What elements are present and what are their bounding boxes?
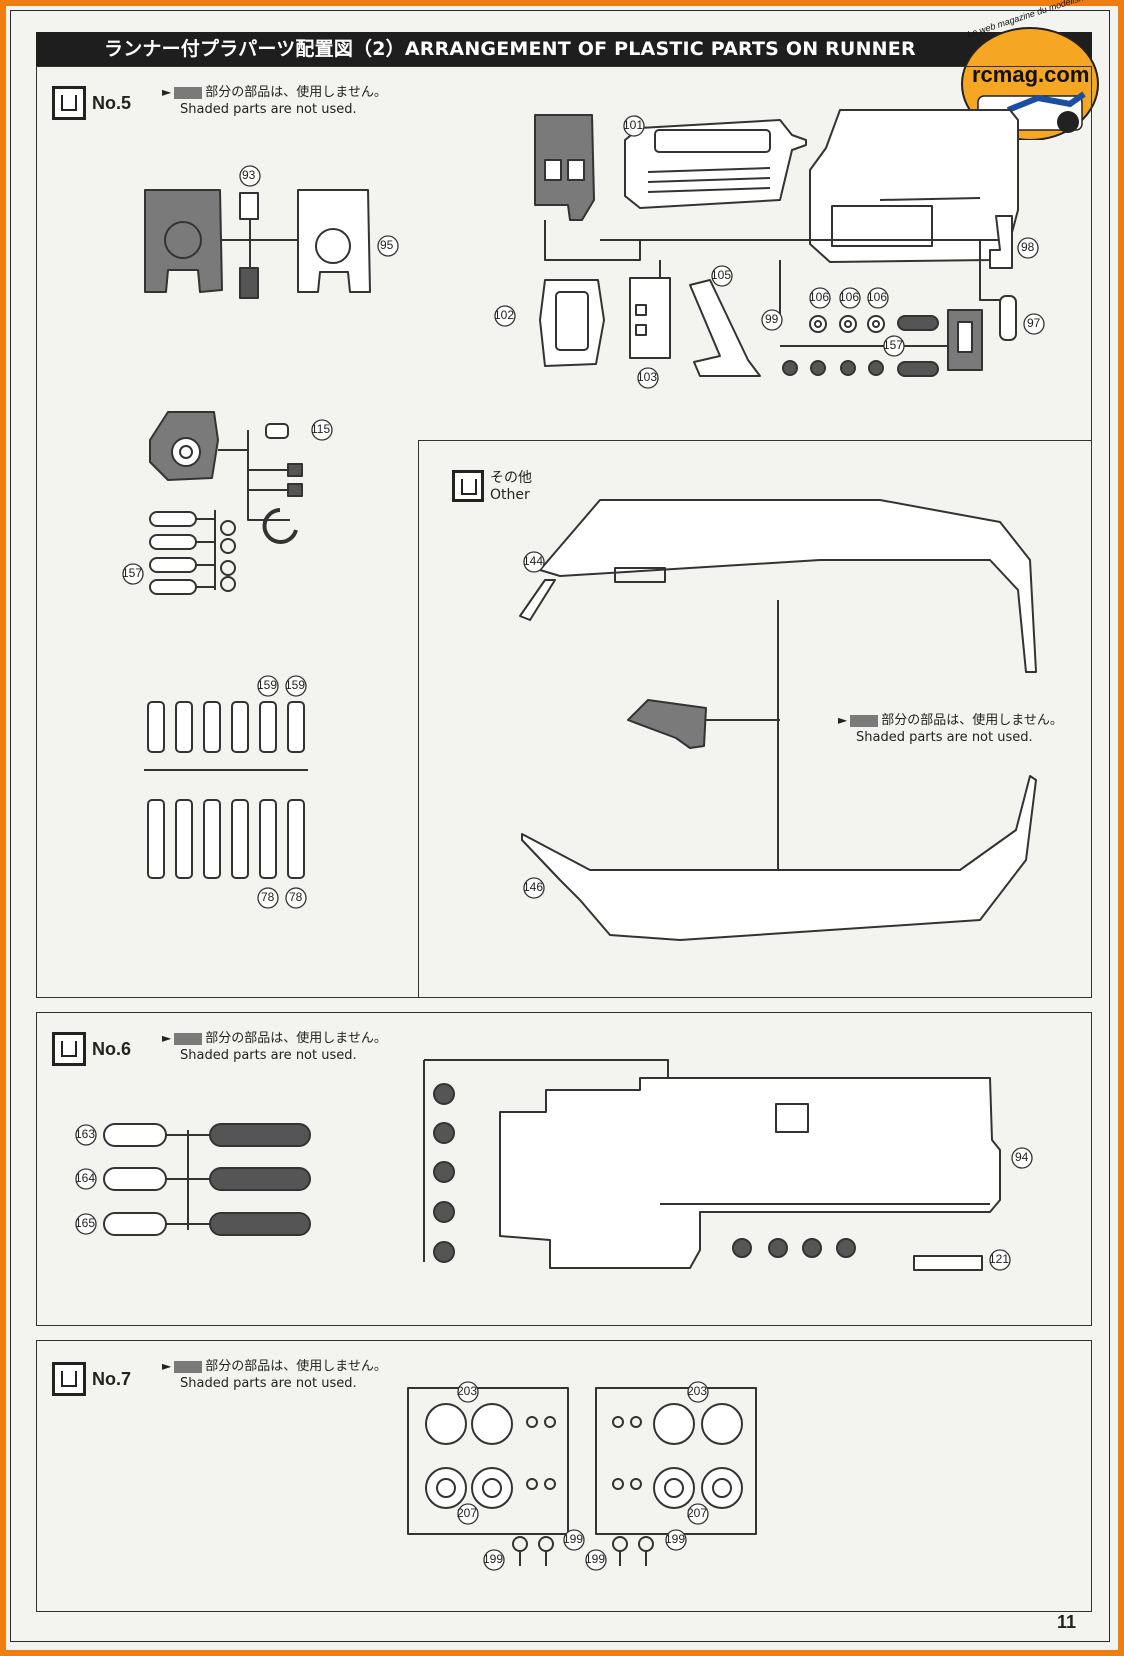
no5-note: ►部分の部品は、使用しません。 Shaded parts are not use… xyxy=(162,85,387,117)
part-93-mount xyxy=(239,192,259,299)
runner-frame xyxy=(220,200,300,290)
runner-box-icon xyxy=(52,86,86,120)
part-159-arms xyxy=(144,701,308,771)
section-no6 xyxy=(36,1012,1092,1326)
runner-frame-no6-left xyxy=(166,1130,210,1230)
part-146-wing-strut xyxy=(521,775,1037,941)
part-101-cover xyxy=(624,119,807,209)
section-no7 xyxy=(36,1340,1092,1612)
part-207-pistons xyxy=(425,1467,743,1509)
part-105-wing-mount xyxy=(689,279,761,377)
shaded-swatch-icon xyxy=(174,1360,203,1373)
page-border xyxy=(10,10,1110,1642)
part-no6-washers-right xyxy=(732,1238,856,1258)
arrow-icon: ► xyxy=(162,1031,172,1045)
shaded-swatch-icon xyxy=(850,714,879,727)
part-157-links xyxy=(897,315,939,377)
no7-note: ►部分の部品は、使用しません。 Shaded parts are not use… xyxy=(162,1359,387,1391)
part-no6-washers xyxy=(423,1059,669,1263)
part-callouts xyxy=(75,115,1045,1571)
no6-label: No.6 xyxy=(52,1032,131,1066)
runner-frame-mid xyxy=(218,430,290,521)
part-103-holder xyxy=(629,277,671,359)
arrow-icon: ► xyxy=(162,85,172,99)
part-94-chassis-tray xyxy=(499,1077,1001,1269)
part-shaded-switch xyxy=(947,309,983,371)
part-78-arms xyxy=(147,799,305,879)
part-144-wing-strut xyxy=(519,499,1037,673)
arrow-icon: ► xyxy=(838,713,848,727)
part-97-clip xyxy=(999,295,1017,341)
no5-label: No.5 xyxy=(52,86,131,120)
part-115-pins xyxy=(262,423,303,544)
part-164-servo-horn xyxy=(103,1167,311,1191)
no6-note: ►部分の部品は、使用しません。 Shaded parts are not use… xyxy=(162,1031,387,1063)
runner-box-icon xyxy=(452,470,484,502)
part-106-washers xyxy=(780,315,980,376)
page-title: ランナー付プラパーツ配置図（2）ARRANGEMENT OF PLASTIC P… xyxy=(36,32,1092,66)
runner-box-icon xyxy=(52,1032,86,1066)
other-label: その他 Other xyxy=(452,470,532,504)
part-shaded-mount-other xyxy=(627,699,707,749)
part-163-servo-horn xyxy=(103,1123,311,1147)
runner-box-icon xyxy=(52,1362,86,1396)
part-shaded-plate xyxy=(534,114,595,221)
section-other xyxy=(418,440,1092,998)
no7-label: No.7 xyxy=(52,1362,131,1396)
shaded-swatch-icon xyxy=(174,86,203,99)
page-number: 11 xyxy=(1056,1612,1076,1632)
shaded-swatch-icon xyxy=(174,1032,203,1045)
arrow-icon: ► xyxy=(162,1359,172,1373)
part-98-bracket xyxy=(989,215,1013,269)
part-102-frame xyxy=(539,279,605,367)
part-199-ball-ends xyxy=(512,1536,654,1566)
part-95-bulkhead xyxy=(297,189,371,293)
part-121-link xyxy=(913,1255,983,1271)
other-note: ►部分の部品は、使用しません。 Shaded parts are not use… xyxy=(838,713,1063,745)
part-203-caps xyxy=(407,1387,757,1535)
part-shaded-bulkhead xyxy=(144,189,223,293)
part-shaded-gear-mount xyxy=(149,411,219,481)
part-157-links-left xyxy=(149,510,236,595)
